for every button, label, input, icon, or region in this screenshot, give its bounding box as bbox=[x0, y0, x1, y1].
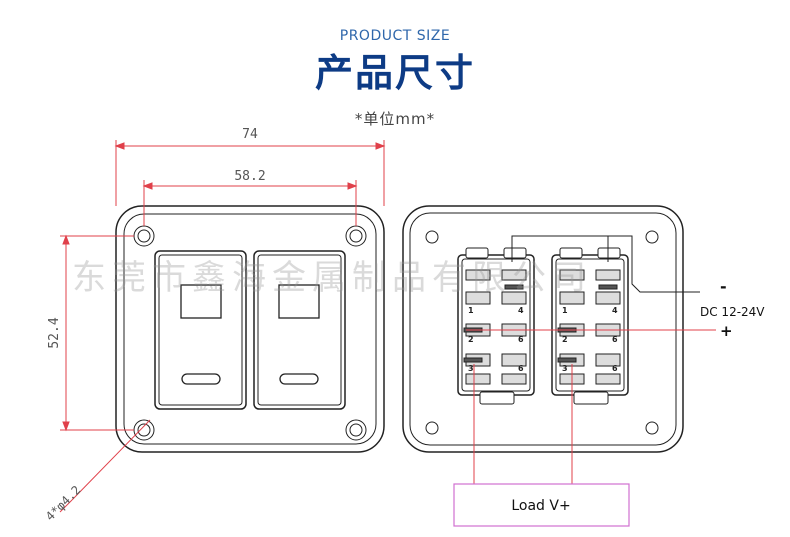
pin-label: 6 bbox=[612, 335, 618, 344]
minus-label: - bbox=[720, 277, 727, 296]
pin-label: 4 bbox=[612, 306, 618, 315]
title-english: PRODUCT SIZE bbox=[339, 28, 451, 44]
pin-label: 2 bbox=[468, 335, 474, 344]
watermark: 东莞市鑫海金属制品有限公司 bbox=[72, 258, 592, 298]
front-plate-inner bbox=[123, 213, 377, 445]
pin-label: 6 bbox=[612, 364, 618, 373]
unit-note: *单位mm* bbox=[354, 110, 436, 128]
back-plate bbox=[402, 205, 684, 453]
rocker-switch-2 bbox=[253, 250, 346, 410]
dimension-label-holes: 4*φ4.2 bbox=[43, 483, 84, 524]
pin-label: 1 bbox=[468, 306, 474, 315]
dimension-height bbox=[60, 234, 134, 432]
plus-label: + bbox=[720, 322, 733, 340]
dimension-holes-leader bbox=[59, 419, 151, 513]
dimension-label-height: 52.4 bbox=[47, 317, 62, 348]
pin-label: 3 bbox=[562, 364, 568, 373]
pin-label: 4 bbox=[518, 306, 524, 315]
ground-wire bbox=[511, 235, 700, 293]
back-plate-inner bbox=[409, 212, 677, 446]
switch-terminals-1 bbox=[457, 247, 535, 405]
dimension-overall-width bbox=[114, 140, 386, 206]
pin-label: 6 bbox=[518, 364, 524, 373]
pin-label: 2 bbox=[562, 335, 568, 344]
rocker-switch-1 bbox=[154, 250, 247, 410]
supply-voltage-label: DC 12-24V bbox=[700, 305, 765, 319]
load-label: Load V+ bbox=[511, 498, 570, 514]
load-wire bbox=[473, 364, 573, 484]
dimension-hole-spacing bbox=[142, 180, 358, 226]
switch-terminals-2 bbox=[551, 247, 629, 405]
dimension-label-width: 74 bbox=[242, 127, 258, 142]
load-box bbox=[453, 483, 630, 527]
dimension-label-spacing: 58.2 bbox=[234, 169, 265, 184]
front-view bbox=[59, 140, 386, 513]
pin-label: 1 bbox=[562, 306, 568, 315]
pin-label: 3 bbox=[468, 364, 474, 373]
mounting-holes bbox=[133, 225, 367, 441]
title-chinese: 产品尺寸 bbox=[314, 51, 475, 95]
back-view bbox=[402, 205, 716, 527]
pin-label: 6 bbox=[518, 335, 524, 344]
back-mounting-holes bbox=[425, 230, 659, 435]
